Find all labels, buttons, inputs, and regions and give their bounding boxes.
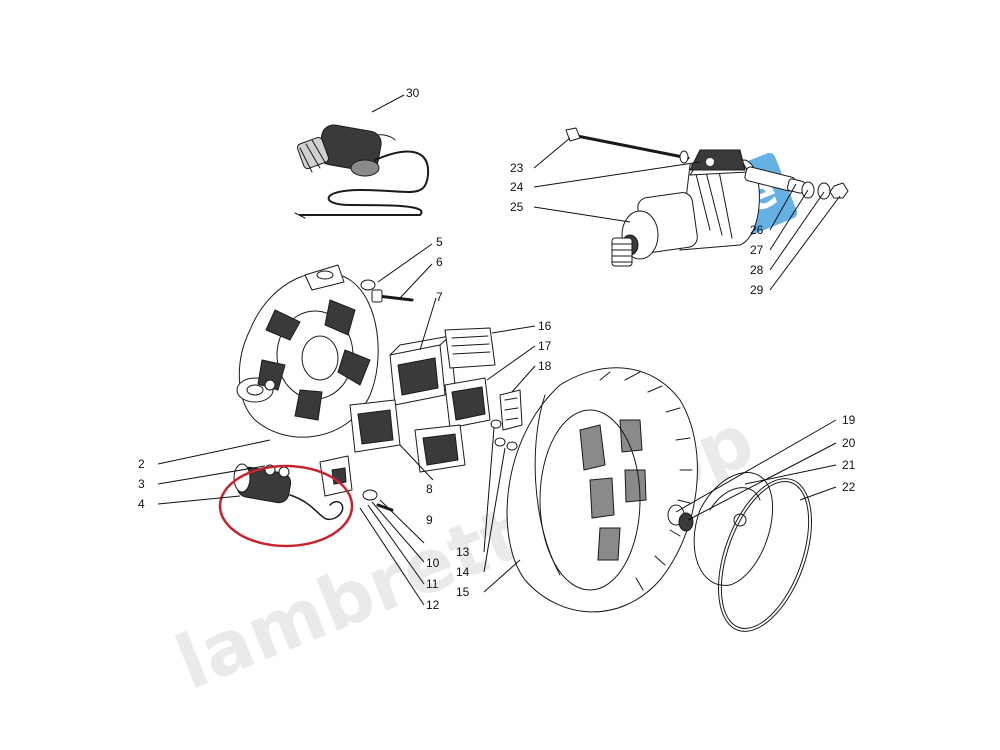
label-3: 3: [138, 477, 145, 491]
label-9: 9: [426, 513, 433, 527]
highlight-circle: [218, 464, 354, 548]
label-27: 27: [750, 243, 764, 257]
part-7-coil: [389, 335, 456, 406]
label-18: 18: [538, 359, 552, 373]
label-14: 14: [456, 565, 470, 579]
label-19: 19: [842, 413, 856, 427]
label-12: 12: [426, 598, 440, 612]
label-23: 23: [510, 161, 524, 175]
label-10: 10: [426, 556, 440, 570]
label-17: 17: [538, 339, 552, 353]
part-16-coil: [444, 327, 496, 369]
part-13-14-screws: [490, 419, 518, 451]
part-15-flywheel: [506, 367, 698, 613]
part-23-long-bolt: [565, 127, 690, 164]
part-8-coils: [349, 399, 466, 473]
label-11: 11: [426, 577, 439, 591]
part-30-switch: [294, 124, 430, 219]
label-22: 22: [842, 480, 856, 494]
parts-26-29-fasteners: [786, 178, 849, 200]
label-13: 13: [456, 545, 470, 559]
label-6: 6: [436, 255, 443, 269]
label-4: 4: [138, 497, 145, 511]
label-30: 30: [406, 86, 420, 100]
part-9-12-clips: [319, 455, 394, 512]
part-22-seal-ring: [718, 478, 812, 632]
label-26: 26: [750, 223, 764, 237]
label-5: 5: [436, 235, 443, 249]
label-20: 20: [842, 436, 856, 450]
label-16: 16: [538, 319, 552, 333]
part-18-plate: [499, 389, 523, 431]
label-28: 28: [750, 263, 764, 277]
label-2: 2: [138, 457, 145, 471]
label-8: 8: [426, 482, 433, 496]
part-25-starter-motor: [611, 156, 796, 267]
stator-plate: [236, 264, 379, 438]
label-29: 29: [750, 283, 764, 297]
label-21: 21: [842, 458, 856, 472]
label-7: 7: [436, 290, 443, 304]
part-number-labels: 30 5 6 7 16 17 18 8 9 10 11 12 2 3 4 13 …: [138, 86, 856, 612]
part-24-bracket: [689, 149, 746, 171]
part-5-6-bolts: [360, 279, 414, 303]
part-17-coil: [444, 377, 491, 429]
label-15: 15: [456, 585, 470, 599]
leader-lines: [157, 94, 841, 606]
label-25: 25: [510, 200, 524, 214]
label-24: 24: [510, 180, 524, 194]
